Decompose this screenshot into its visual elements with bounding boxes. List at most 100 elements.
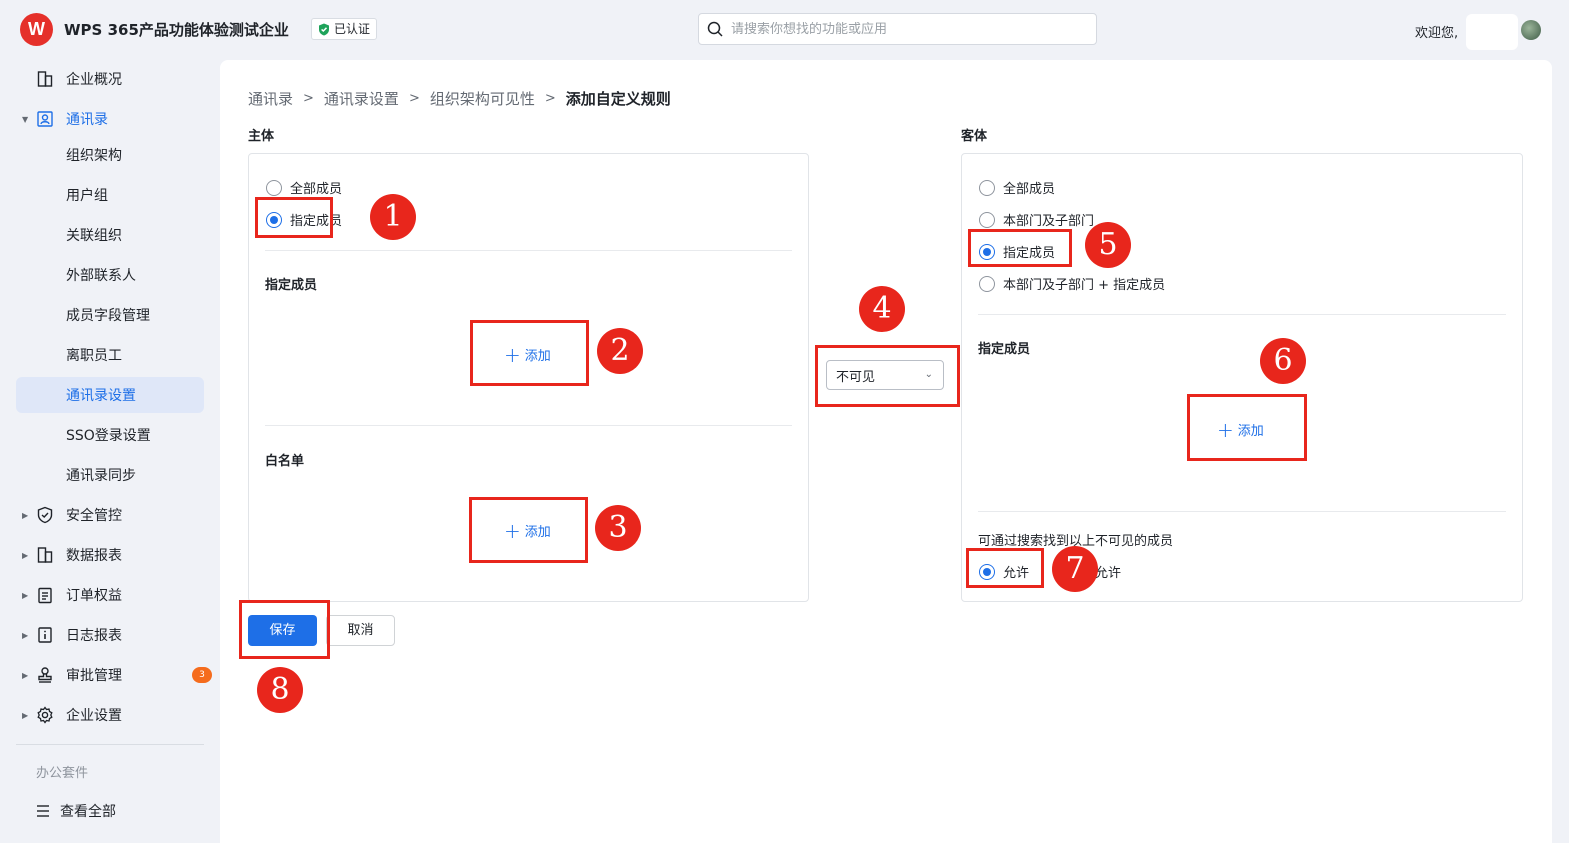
annotation-number-6: 6 — [1260, 338, 1306, 384]
sidebar-item-label: 组织架构 — [66, 148, 122, 164]
sidebar-item-user-groups[interactable]: 用户组 — [16, 177, 204, 213]
chevron-right-icon: > — [544, 91, 556, 106]
radio-circle — [979, 563, 995, 580]
sidebar-item-label: 企业设置 — [66, 708, 122, 724]
breadcrumb-current: 添加自定义规则 — [565, 90, 671, 108]
sidebar-section-label: 办公套件 — [36, 766, 89, 781]
radio-circle — [266, 211, 282, 228]
sidebar-item-label: 数据报表 — [66, 548, 122, 564]
radio-label: 指定成员 — [1003, 246, 1056, 261]
sidebar-item-overview[interactable]: 企业概况 — [16, 61, 204, 97]
contacts-icon — [37, 111, 53, 127]
verified-badge: 已认证 — [311, 18, 378, 40]
radio-circle — [266, 179, 282, 196]
menu-icon — [37, 805, 49, 817]
radio-circle — [979, 243, 995, 260]
subject-add-member-button[interactable]: + 添加 — [504, 342, 551, 367]
plus-icon: + — [1217, 417, 1234, 442]
whitelist-title: 白名单 — [265, 454, 305, 469]
object-panel: 全部成员 本部门及子部门 指定成员 本部门及子部门 + 指定成员 指定成员 + … — [961, 153, 1523, 602]
radio-label: 允许 — [1095, 566, 1122, 581]
caret-right-icon: ▶ — [22, 710, 29, 720]
breadcrumb-org-visibility[interactable]: 组织架构可见性 — [429, 90, 535, 108]
avatar[interactable] — [1521, 20, 1541, 40]
breadcrumb-contacts[interactable]: 通讯录 — [248, 90, 294, 108]
sidebar-item-label: 安全管控 — [66, 508, 122, 524]
subject-radio-designated[interactable]: 指定成员 — [266, 210, 342, 229]
subject-radio-all[interactable]: 全部成员 — [266, 178, 342, 197]
sidebar-divider — [16, 744, 204, 745]
search-visibility-hint: 可通过搜索找到以上不可见的成员 — [978, 534, 1174, 549]
object-radio-dept[interactable]: 本部门及子部门 — [979, 210, 1094, 229]
object-add-member-button[interactable]: + 添加 — [1217, 417, 1264, 442]
sidebar-item-logs[interactable]: ▶ 日志报表 — [16, 617, 204, 653]
annotation-number-4: 4 — [859, 286, 905, 332]
main-panel: 通讯录 > 通讯录设置 > 组织架构可见性 > 添加自定义规则 主体 全部成员 … — [220, 60, 1552, 843]
sidebar-item-approvals[interactable]: ▶ 审批管理 3 — [16, 657, 212, 693]
radio-circle — [979, 275, 995, 292]
subject-title: 主体 — [248, 129, 275, 144]
subject-designated-title: 指定成员 — [265, 278, 318, 293]
sidebar-item-label: 通讯录同步 — [66, 468, 136, 484]
object-radio-designated[interactable]: 指定成员 — [979, 242, 1055, 261]
object-radio-all[interactable]: 全部成员 — [979, 178, 1055, 197]
sidebar-item-member-fields[interactable]: 成员字段管理 — [16, 297, 204, 333]
sidebar-item-org-structure[interactable]: 组织架构 — [16, 137, 204, 173]
verified-shield-icon — [319, 23, 329, 35]
sidebar-item-contacts-sync[interactable]: 通讯录同步 — [16, 457, 204, 493]
sidebar-item-external-contacts[interactable]: 外部联系人 — [16, 257, 204, 293]
allow-search-radio-allow[interactable]: 允许 — [979, 562, 1029, 581]
sidebar-item-label: 通讯录设置 — [66, 388, 136, 404]
annotation-number-5: 5 — [1085, 222, 1131, 268]
breadcrumb-contacts-settings[interactable]: 通讯录设置 — [323, 90, 399, 108]
radio-label: 全部成员 — [1003, 182, 1056, 197]
global-search[interactable] — [698, 13, 1097, 45]
sidebar-item-departed-staff[interactable]: 离职员工 — [16, 337, 204, 373]
annotation-number-1: 1 — [370, 194, 416, 240]
object-radio-dept-plus-designated[interactable]: 本部门及子部门 + 指定成员 — [979, 274, 1165, 293]
sidebar-item-label: 企业概况 — [66, 72, 122, 88]
whitelist-add-button[interactable]: + 添加 — [504, 521, 551, 541]
cancel-button[interactable]: 取消 — [326, 615, 395, 646]
add-label: 添加 — [1237, 424, 1264, 439]
view-all-link[interactable]: 查看全部 — [36, 801, 116, 821]
caret-down-icon: ▼ — [22, 114, 29, 124]
caret-right-icon: ▶ — [22, 550, 29, 560]
user-name-redacted — [1466, 14, 1518, 50]
sidebar-item-enterprise-settings[interactable]: ▶ 企业设置 — [16, 697, 204, 733]
sidebar-item-label: 日志报表 — [66, 628, 122, 644]
sidebar-item-security[interactable]: ▶ 安全管控 — [16, 497, 204, 533]
visibility-select[interactable]: 不可见 ⌄ — [826, 360, 944, 390]
radio-label: 全部成员 — [290, 182, 343, 197]
save-button[interactable]: 保存 — [248, 615, 317, 646]
sidebar-item-label: 离职员工 — [66, 348, 122, 364]
sidebar-item-contacts-settings[interactable]: 通讯录设置 — [16, 377, 204, 413]
sidebar-item-reports[interactable]: ▶ 数据报表 — [16, 537, 204, 573]
plus-icon: + — [504, 342, 521, 367]
divider — [265, 250, 792, 251]
wps-logo[interactable]: W — [20, 13, 53, 46]
sidebar-item-orders[interactable]: ▶ 订单权益 — [16, 577, 204, 613]
building-icon — [37, 71, 53, 87]
sidebar-item-label: 用户组 — [66, 188, 108, 204]
caret-right-icon: ▶ — [22, 590, 29, 600]
sidebar-item-contacts[interactable]: ▼ 通讯录 — [16, 101, 204, 137]
chevron-right-icon: > — [408, 91, 420, 106]
sidebar-item-label: SSO登录设置 — [66, 428, 151, 444]
sidebar-item-linked-orgs[interactable]: 关联组织 — [16, 217, 204, 253]
sidebar-item-label: 成员字段管理 — [66, 308, 150, 324]
chevron-down-icon: ⌄ — [924, 369, 933, 380]
allow-search-radio-disallow[interactable]: 允许 — [1095, 562, 1121, 581]
search-icon — [707, 21, 723, 37]
report-icon — [37, 547, 53, 563]
sidebar-item-label: 通讯录 — [66, 112, 108, 128]
search-input[interactable] — [731, 21, 1071, 37]
sidebar-item-label: 外部联系人 — [66, 268, 136, 284]
object-title: 客体 — [961, 129, 988, 144]
shield-icon — [37, 506, 53, 524]
radio-label: 允许 — [1003, 566, 1030, 581]
sidebar-item-sso[interactable]: SSO登录设置 — [16, 417, 204, 453]
subject-panel: 全部成员 指定成员 指定成员 + 添加 白名单 + 添加 — [248, 153, 809, 602]
view-all-label: 查看全部 — [60, 804, 116, 820]
select-value: 不可见 — [836, 369, 876, 385]
